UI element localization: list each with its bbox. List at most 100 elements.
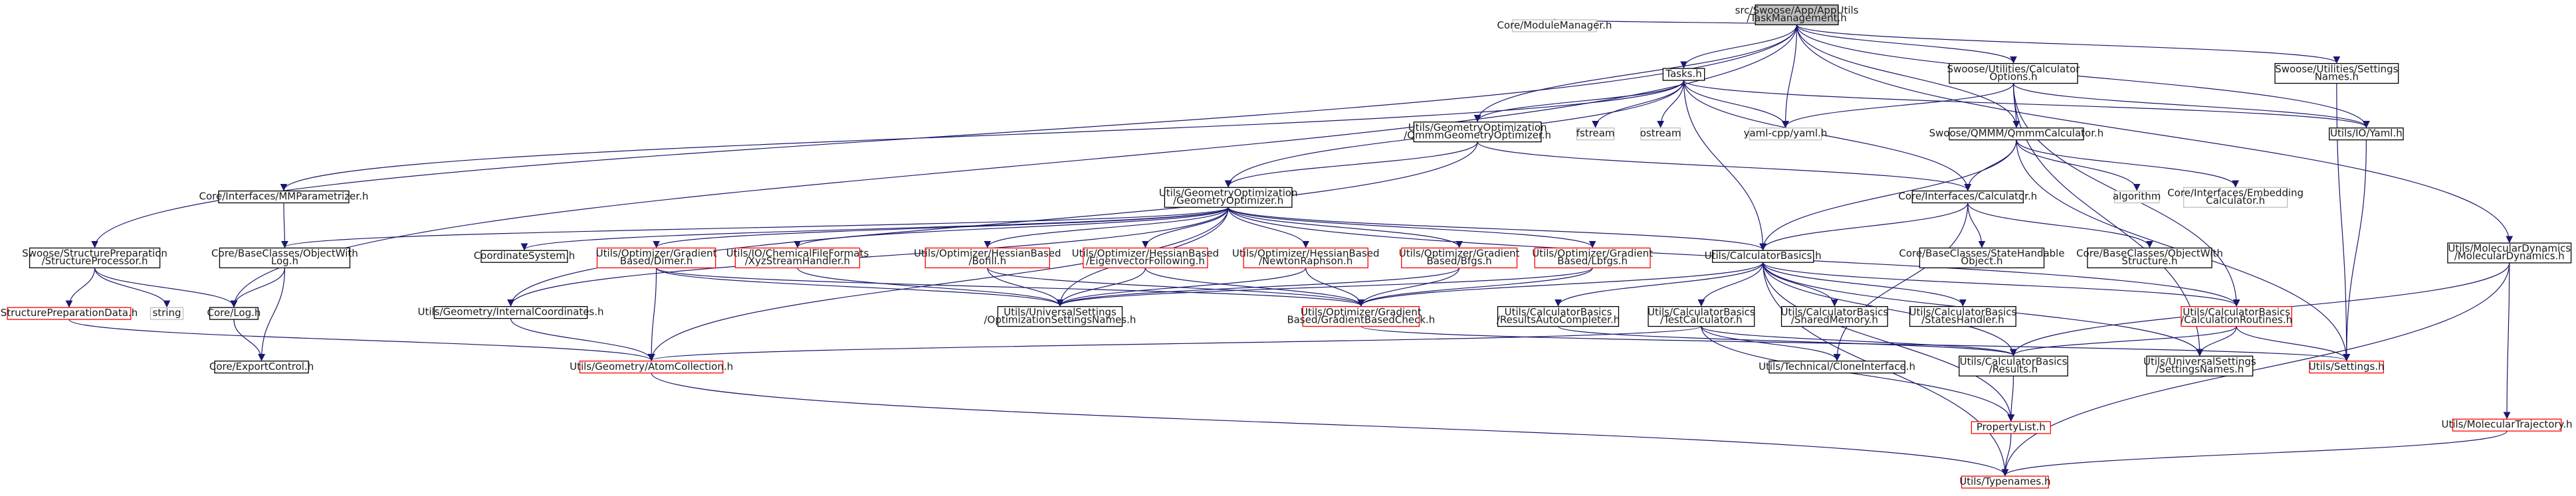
edge-dimer-to-uniopt bbox=[655, 267, 1064, 307]
node-label: Utils/Geometry/AtomCollection.h bbox=[570, 361, 733, 372]
node-settings[interactable]: Utils/Settings.h bbox=[2309, 361, 2385, 374]
node-tasks[interactable]: Tasks.h bbox=[1662, 68, 1705, 81]
node-setnames[interactable]: Utils/UniversalSettings/SettingsNames.h bbox=[2143, 356, 2256, 376]
node-structprepdata[interactable]: StructurePreparationData.h bbox=[1, 307, 138, 320]
node-structproc[interactable]: Swoose/StructurePreparation/StructurePro… bbox=[22, 248, 167, 269]
node-label: Utils/CalculatorBasics.h bbox=[1705, 250, 1822, 262]
edge-objlog-to-exportcontrol bbox=[258, 268, 286, 361]
node-ostream[interactable]: ostream bbox=[1640, 127, 1681, 141]
node-label: Utils/Settings.h bbox=[2309, 361, 2385, 372]
node-moldyn[interactable]: Utils/MolecularDynamics/MolecularDynamic… bbox=[2447, 242, 2572, 264]
edge-tasks-to-calcbasics bbox=[1683, 80, 1767, 251]
node-label: Utils/GeometryOptimization bbox=[1408, 122, 1547, 133]
edge-geoopter-to-newton bbox=[1228, 207, 1310, 248]
node-label: algorithm bbox=[2113, 191, 2161, 203]
node-modmgr[interactable]: Core/ModuleManager.h bbox=[1497, 19, 1612, 33]
node-label: /StructureProcessor.h bbox=[42, 255, 148, 267]
node-label: /TestCalculator.h bbox=[1660, 313, 1743, 325]
node-box bbox=[2329, 127, 2404, 141]
node-label: /MolecularDynamics.h bbox=[2454, 250, 2565, 262]
node-geoopter[interactable]: Utils/GeometryOptimization/GeometryOptim… bbox=[1159, 187, 1298, 208]
node-atomcoll[interactable]: Utils/Geometry/AtomCollection.h bbox=[570, 361, 733, 374]
edge-settnames-to-settings bbox=[2336, 83, 2351, 361]
node-label: Core/BaseClasses/StateHandable bbox=[1899, 248, 2064, 260]
node-label: /Results.h bbox=[1989, 363, 2038, 375]
node-geoopt[interactable]: Utils/GeometryOptimization/QmmmGeometryO… bbox=[1404, 122, 1551, 143]
node-label: /EigenvectorFollowing.h bbox=[1086, 255, 1205, 267]
node-label: Swoose/Utilities/Calculator bbox=[1947, 63, 2081, 75]
node-box bbox=[1780, 305, 1888, 327]
node-box bbox=[219, 247, 351, 269]
node-internalcoords[interactable]: Utils/Geometry/InternalCoordinates.h bbox=[417, 306, 604, 319]
edge-geoopt-to-internalcoords bbox=[507, 141, 1478, 307]
node-newton[interactable]: Utils/Optimizer/HessianBased/NewtonRaphs… bbox=[1232, 248, 1380, 269]
node-coordsys[interactable]: CoordinateSystem.h bbox=[474, 250, 575, 263]
node-typenames[interactable]: Utils/Typenames.h bbox=[1959, 475, 2050, 489]
node-label: Utils/IO/ChemicalFileFormats bbox=[726, 248, 869, 260]
node-box bbox=[1961, 475, 2049, 489]
node-calcroutines[interactable]: Utils/CalculatorBasics/CalculationRoutin… bbox=[2181, 306, 2292, 327]
node-root[interactable]: src/Swoose/App/AppUtils/TaskManagement.h bbox=[1735, 5, 1859, 25]
node-mmparam[interactable]: Core/Interfaces/MMParametrizer.h bbox=[199, 191, 369, 204]
node-box bbox=[2146, 355, 2254, 376]
node-moltraj[interactable]: Utils/MolecularTrajectory.h bbox=[2442, 418, 2573, 432]
edge-atomcoll-to-typenames bbox=[651, 372, 2009, 477]
node-dimer[interactable]: Utils/Optimizer/GradientBased/Dimer.h bbox=[596, 248, 717, 269]
node-results[interactable]: Utils/CalculatorBasics/Results.h bbox=[1959, 356, 2068, 376]
node-label: Core/ExportControl.h bbox=[209, 361, 314, 372]
node-icalc[interactable]: Core/Interfaces/Calculator.h bbox=[1898, 191, 2037, 204]
node-proplist[interactable]: PropertyList.h bbox=[1971, 421, 2051, 434]
node-box bbox=[2309, 361, 2385, 374]
node-box bbox=[1949, 127, 2084, 141]
node-label: Utils/Optimizer/Gradient bbox=[1301, 306, 1422, 318]
node-gradcheck[interactable]: Utils/Optimizer/GradientBased/GradientBa… bbox=[1287, 306, 1435, 327]
edge-root-to-yamlcpp bbox=[1782, 25, 1798, 128]
node-bfgs[interactable]: Utils/Optimizer/GradientBased/Bfgs.h bbox=[1399, 247, 1520, 269]
edge-icalc-to-calcbasics bbox=[1759, 203, 1969, 251]
edge-dimer-to-gradcheck bbox=[655, 267, 1364, 307]
node-label: src/Swoose/App/AppUtils bbox=[1735, 5, 1859, 17]
node-sharedmem[interactable]: Utils/CalculatorBasics/SharedMemory.h bbox=[1780, 306, 1888, 327]
node-label: /SharedMemory.h bbox=[1791, 313, 1878, 325]
node-bofill[interactable]: Utils/Optimizer/HessianBased/Bofill.h bbox=[914, 248, 1061, 269]
node-string[interactable]: string bbox=[150, 307, 184, 320]
edge-dimer-to-atomcoll bbox=[647, 268, 657, 361]
node-ioyaml[interactable]: Utils/IO/Yaml.h bbox=[2329, 127, 2404, 141]
edge-eigfollow-to-uniopt bbox=[1056, 268, 1146, 307]
node-label: Utils/CalculatorBasics bbox=[1909, 306, 2017, 318]
node-exportcontrol[interactable]: Core/ExportControl.h bbox=[209, 361, 314, 374]
node-box bbox=[1949, 62, 2078, 84]
edge-bfgs-to-uniopt bbox=[1056, 267, 1460, 307]
edge-geoopter-to-lbfgs bbox=[1228, 207, 1596, 248]
node-box bbox=[734, 247, 861, 269]
node-calcbasics[interactable]: Utils/CalculatorBasics.h bbox=[1705, 250, 1822, 263]
node-yamlcpp[interactable]: yaml-cpp/yaml.h bbox=[1744, 127, 1828, 141]
node-box bbox=[1164, 187, 1293, 208]
node-xyz[interactable]: Utils/IO/ChemicalFileFormats/XyzStreamHa… bbox=[726, 247, 869, 269]
node-eigfollow[interactable]: Utils/Optimizer/HessianBased/Eigenvector… bbox=[1072, 248, 1220, 269]
node-algorithm[interactable]: algorithm bbox=[2113, 191, 2161, 204]
edge-geoopt-to-icalc bbox=[1477, 141, 1972, 191]
node-label: Utils/UniversalSettings bbox=[2143, 356, 2256, 368]
node-cloneif[interactable]: Utils/Technical/CloneInterface.h bbox=[1759, 361, 1915, 374]
node-box bbox=[1401, 247, 1518, 269]
node-label: Based/GradientBasedCheck.h bbox=[1287, 313, 1435, 325]
node-stateshandler[interactable]: Utils/CalculatorBasics/StatesHandler.h bbox=[1909, 306, 2017, 327]
edge-qmmm-to-icalc bbox=[1964, 139, 2017, 191]
node-label: /StatesHandler.h bbox=[1921, 313, 2004, 325]
node-settnames[interactable]: Swoose/Utilities/SettingsNames.h bbox=[2274, 63, 2399, 84]
edge-geoopter-to-bofill bbox=[984, 207, 1229, 248]
node-uniopt[interactable]: Utils/UniversalSettings/OptimizationSett… bbox=[984, 306, 1136, 327]
node-testcalc[interactable]: Utils/CalculatorBasics/TestCalculator.h bbox=[1648, 306, 1755, 327]
node-qmmm[interactable]: Swoose/QMMM/QmmmCalculator.h bbox=[1929, 127, 2104, 141]
node-fstream[interactable]: fstream bbox=[1576, 127, 1615, 141]
node-rescompleter[interactable]: Utils/CalculatorBasics/ResultsAutoComple… bbox=[1497, 306, 1620, 327]
node-lbfgs[interactable]: Utils/Optimizer/GradientBased/Lbfgs.h bbox=[1532, 248, 1653, 269]
node-corelog[interactable]: Core/Log.h bbox=[207, 307, 261, 320]
edge-internalcoords-to-atomcoll bbox=[510, 318, 655, 361]
